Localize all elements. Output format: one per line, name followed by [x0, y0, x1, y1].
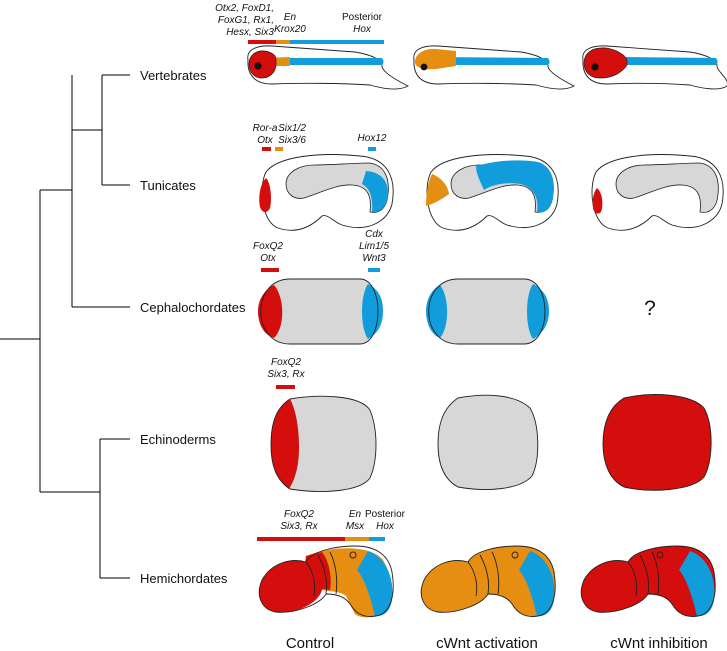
vertebrates-gene-labels: Otx2, FoxD1, FoxG1, Rx1, Hesx, Six3 En K…	[215, 3, 383, 38]
vertebrate-embryo-inhibition	[582, 45, 727, 90]
tunicates-gene-labels: Ror-a Otx Six1/2 Six3/6 Hox12	[253, 123, 387, 146]
unknown-phenotype-mark: ?	[644, 297, 656, 320]
gene-label: Six3/6	[278, 135, 306, 146]
gene-label: Hesx, Six3	[226, 27, 274, 38]
gene-label: En	[284, 12, 297, 23]
tunicate-embryo-inhibition	[591, 154, 724, 231]
hemichordates-expression-bar	[257, 537, 385, 541]
taxon-hemichordates: Hemichordates	[140, 571, 228, 586]
gene-label: Six3, Rx	[280, 521, 318, 532]
cephalochordate-embryo-activation	[426, 278, 549, 345]
anterior-bar	[248, 40, 276, 44]
taxon-vertebrates: Vertebrates	[140, 68, 207, 83]
posterior-bar	[369, 537, 385, 541]
column-label-control: Control	[286, 635, 334, 651]
gene-label: FoxQ2	[253, 241, 283, 252]
cephalochordate-embryo-control	[258, 278, 383, 345]
gene-label: Otx	[257, 135, 274, 146]
gene-label: Hox12	[358, 133, 387, 144]
column-label-activation: cWnt activation	[436, 635, 538, 651]
gene-label: Hox	[353, 24, 372, 35]
gene-label: Wnt3	[362, 253, 386, 264]
middle-bar	[276, 40, 290, 44]
gene-label: Msx	[346, 521, 365, 532]
anterior-bar	[276, 385, 295, 389]
vertebrates-expression-bar	[248, 40, 384, 44]
gene-label: Krox20	[274, 24, 306, 35]
posterior-bar	[368, 268, 380, 272]
gene-label: FoxQ2	[284, 509, 314, 520]
echinoderms-gene-labels: FoxQ2 Six3, Rx	[267, 357, 305, 380]
hemichordate-larva-activation	[420, 545, 556, 617]
gene-label: Otx2, FoxD1,	[215, 3, 274, 14]
anterior-bar	[261, 268, 279, 272]
echinoderm-larva-control	[270, 395, 377, 492]
echinoderm-larva-activation	[437, 394, 539, 490]
echinoderm-larva-inhibition	[602, 394, 712, 491]
phylogenetic-tree	[0, 74, 130, 579]
gene-label: En	[349, 509, 362, 520]
column-label-inhibition: cWnt inhibition	[610, 635, 708, 651]
cephalochordates-gene-labels: FoxQ2 Otx Cdx Lim1/5 Wnt3	[253, 229, 389, 264]
gene-label: Hox	[376, 521, 395, 532]
gene-label: Posterior	[365, 509, 406, 520]
taxon-cephalochordates: Cephalochordates	[140, 300, 246, 315]
gene-label: Six1/2	[278, 123, 306, 134]
gene-label: Otx	[260, 253, 277, 264]
posterior-bar	[368, 147, 376, 151]
vertebrate-embryo-control	[247, 45, 409, 90]
tunicate-embryo-control	[259, 154, 394, 231]
tunicate-embryo-activation	[426, 154, 559, 231]
hemichordate-larva-control	[258, 545, 394, 618]
middle-bar	[275, 147, 283, 151]
gene-label: FoxG1, Rx1,	[218, 15, 274, 26]
gene-label: FoxQ2	[271, 357, 301, 368]
hemichordates-gene-labels: FoxQ2 Six3, Rx En Msx Posterior Hox	[280, 509, 405, 532]
hemichordate-larva-inhibition	[580, 545, 716, 617]
taxon-echinoderms: Echinoderms	[140, 432, 216, 447]
taxon-tunicates: Tunicates	[140, 178, 196, 193]
gene-label: Lim1/5	[359, 241, 389, 252]
anterior-bar	[262, 147, 271, 151]
vertebrate-embryo-activation	[413, 45, 575, 90]
gene-label: Cdx	[365, 229, 384, 240]
gene-label: Ror-a	[253, 123, 278, 134]
anterior-bar	[257, 537, 345, 541]
middle-bar	[345, 537, 369, 541]
gene-label: Posterior	[342, 12, 383, 23]
posterior-bar	[290, 40, 384, 44]
gene-label: Six3, Rx	[267, 369, 305, 380]
